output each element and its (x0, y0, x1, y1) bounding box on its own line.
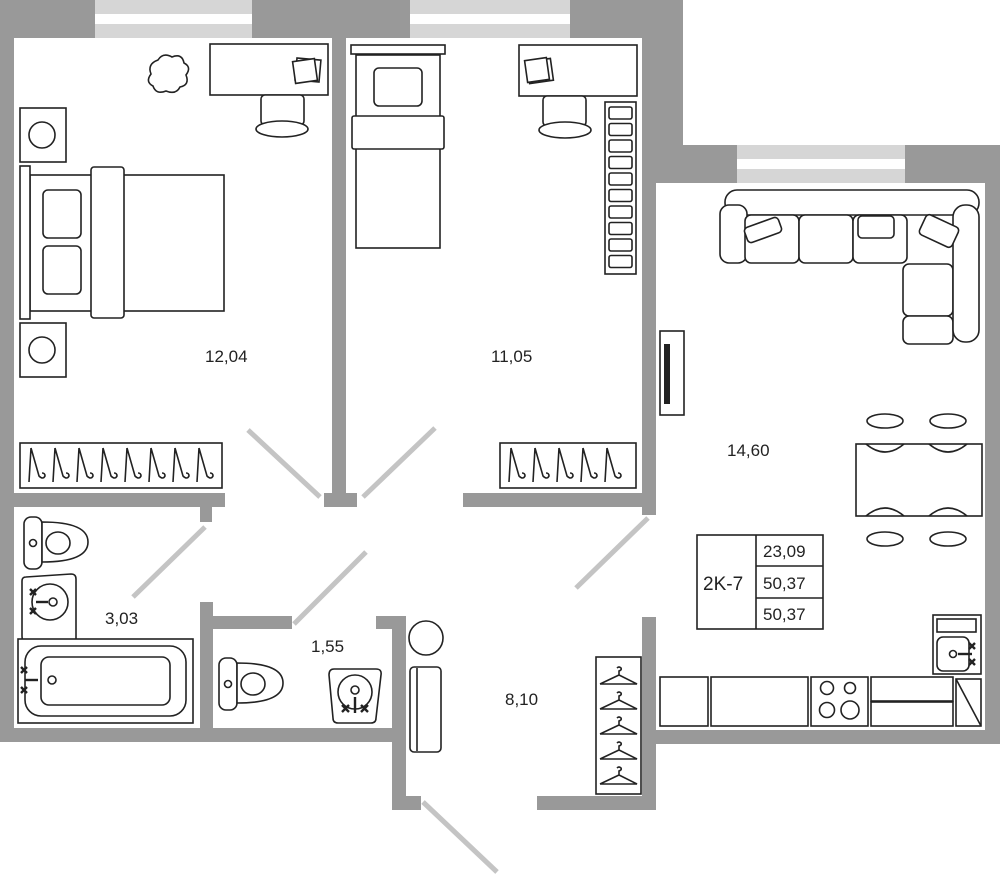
hanger-icon (28, 447, 46, 483)
shelf-slot (608, 172, 633, 186)
shelf-slot (608, 221, 633, 236)
apartment-type: 2K-7 (703, 574, 743, 595)
hanger-icon (76, 447, 94, 483)
dining-chair (866, 531, 904, 547)
total-area-2: 50,37 (763, 605, 806, 624)
hanger-icon (124, 447, 142, 483)
plant-icon (147, 54, 190, 94)
room-area-toilet: 1,55 (311, 637, 344, 656)
room-area-bathroom: 3,03 (105, 609, 138, 628)
tv-stand (659, 330, 685, 416)
hanger-icon (148, 447, 166, 483)
shelf-slot (608, 238, 633, 252)
stove (810, 676, 869, 727)
door-entrance (421, 800, 499, 874)
windows (95, 0, 905, 183)
bedroom-2-furniture (350, 44, 638, 489)
wardrobe (499, 442, 637, 489)
door-toilet (292, 550, 368, 626)
tv (664, 344, 670, 404)
shelf-slot (608, 155, 633, 170)
window-bedroom-2 (410, 0, 570, 38)
door-bedroom-2 (361, 426, 437, 499)
doors (131, 426, 650, 874)
dining-chair (866, 413, 904, 429)
hanger-icon (100, 447, 118, 483)
dining-table (855, 443, 983, 517)
hanger-icon (599, 691, 638, 710)
hanger-icon (172, 447, 190, 483)
hanger-icon (508, 447, 526, 483)
nightstand (19, 107, 67, 163)
door-bedroom-1 (246, 428, 322, 499)
room-area-hallway: 8,10 (505, 690, 538, 709)
bathroom-fixtures (17, 516, 194, 724)
hanger-icon (604, 447, 622, 483)
sofa-back (724, 189, 980, 216)
total-area: 50,37 (763, 574, 806, 593)
cabinet (870, 676, 954, 702)
living-area: 23,09 (763, 542, 806, 561)
hanger-icon (52, 447, 70, 483)
door-bathroom (131, 525, 207, 599)
cabinet (710, 676, 809, 727)
dining-chair (929, 413, 967, 429)
living-furniture (659, 189, 983, 727)
cabinet (659, 676, 709, 727)
window-bedroom-1 (95, 0, 252, 38)
shelf-slot (608, 139, 633, 153)
bedroom-1-furniture (19, 43, 329, 489)
hallway-furniture (408, 620, 642, 795)
hanger-icon (599, 741, 638, 760)
hanger-icon (196, 447, 214, 483)
shelf-slot (608, 254, 633, 269)
hanger-icon (599, 766, 638, 785)
walls (0, 0, 1000, 810)
bench (409, 666, 442, 753)
room-area-living: 14,60 (727, 441, 770, 460)
shelf-slot (608, 188, 633, 203)
pouf (408, 620, 444, 656)
dining-chair (929, 531, 967, 547)
hanger-icon (532, 447, 550, 483)
door-living (574, 516, 650, 590)
window-living (737, 145, 905, 183)
shelf-slot (608, 205, 633, 219)
cabinet (870, 701, 954, 727)
toilet-fixtures (218, 657, 382, 724)
room-area-bedroom-2: 11,05 (491, 347, 532, 366)
shelf-slot (608, 122, 633, 137)
hanger-icon (580, 447, 598, 483)
area-legend: 2K-7 23,09 50,37 50,37 (696, 534, 824, 630)
wardrobe (19, 442, 223, 489)
shelf-slot (608, 106, 633, 120)
room-area-bedroom-1: 12,04 (205, 347, 248, 366)
hanger-icon (599, 666, 638, 685)
hanger-icon (599, 716, 638, 735)
hanger-icon (556, 447, 574, 483)
